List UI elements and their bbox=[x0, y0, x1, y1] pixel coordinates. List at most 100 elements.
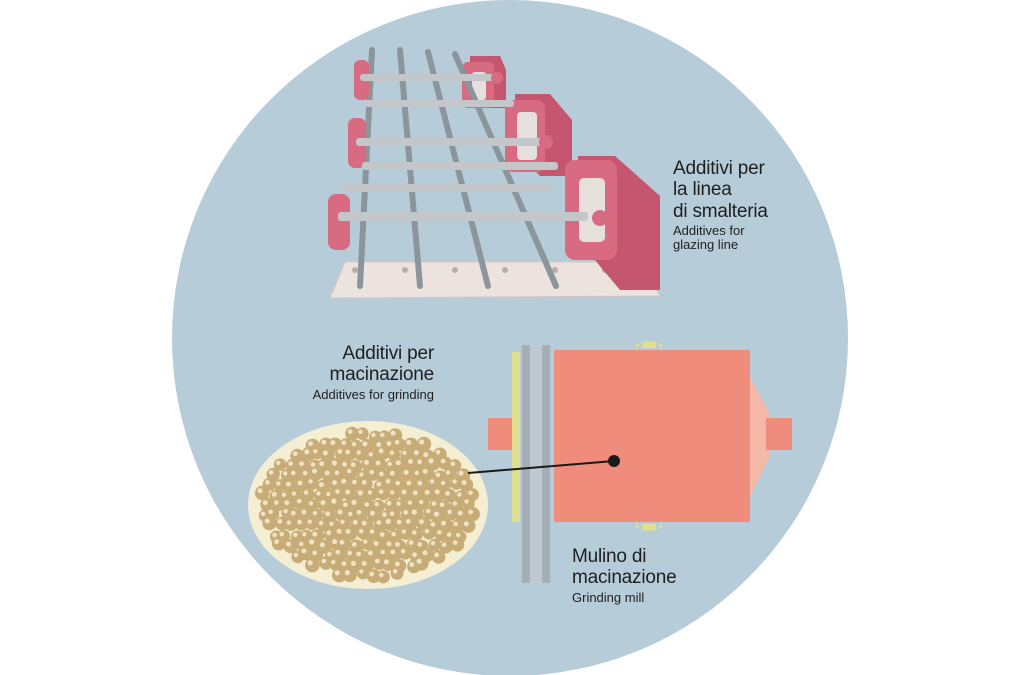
mill-cone bbox=[748, 374, 770, 500]
bead-highlight bbox=[426, 508, 431, 514]
bead-highlight bbox=[335, 549, 341, 555]
bead bbox=[305, 557, 320, 573]
bead-highlight bbox=[297, 480, 303, 486]
bead-highlight bbox=[419, 499, 424, 505]
bead-highlight bbox=[395, 480, 401, 486]
bead-highlight bbox=[352, 479, 357, 485]
bead-highlight bbox=[435, 449, 441, 455]
bead-highlight bbox=[307, 519, 312, 524]
bead-highlight bbox=[385, 518, 391, 525]
bead-highlight bbox=[342, 461, 347, 467]
bead-highlight bbox=[369, 510, 375, 516]
bead-highlight bbox=[318, 482, 324, 488]
bead-highlight bbox=[403, 469, 409, 475]
bead-highlight bbox=[383, 559, 389, 565]
bead-highlight bbox=[440, 480, 446, 486]
bead-highlight bbox=[341, 561, 347, 566]
grinding-mill-label: Mulino di macinazione Grinding mill bbox=[572, 546, 677, 605]
bead bbox=[376, 570, 390, 584]
bead-highlight bbox=[351, 499, 357, 505]
bead-highlight bbox=[326, 491, 331, 497]
mill-flange bbox=[512, 345, 550, 583]
roller-6 bbox=[342, 184, 552, 192]
bead-highlight bbox=[312, 468, 317, 474]
roller-frame-2 bbox=[505, 94, 572, 176]
bead-highlight bbox=[437, 530, 442, 535]
roller-5 bbox=[328, 194, 608, 250]
bead-highlight bbox=[281, 492, 287, 497]
mill-label-it-2: macinazione bbox=[572, 567, 677, 589]
bead-highlight bbox=[334, 470, 340, 476]
bead-highlight bbox=[304, 449, 310, 455]
bead-highlight bbox=[363, 539, 368, 544]
bead-highlight bbox=[375, 460, 381, 466]
bead-highlight bbox=[390, 430, 396, 436]
bead-highlight bbox=[411, 509, 417, 515]
bead-highlight bbox=[279, 531, 285, 537]
mill-label-it-1: Mulino di bbox=[572, 546, 647, 567]
bead-highlight bbox=[376, 481, 382, 487]
bead-highlight bbox=[302, 470, 308, 476]
bead-highlight bbox=[359, 569, 364, 574]
bead-highlight bbox=[319, 542, 325, 548]
bead-highlight bbox=[408, 459, 413, 464]
bead-highlight bbox=[307, 560, 313, 566]
bead-highlight bbox=[264, 518, 270, 524]
bead-highlight bbox=[457, 492, 462, 497]
bead-highlight bbox=[272, 532, 277, 538]
bead-highlight bbox=[396, 519, 402, 525]
connector-dot bbox=[608, 455, 620, 467]
bead-highlight bbox=[374, 502, 379, 507]
glazing-label-en-2: glazing line bbox=[673, 237, 739, 253]
bead-highlight bbox=[391, 531, 396, 537]
bead-highlight bbox=[301, 548, 307, 554]
mill-axle-right bbox=[766, 418, 792, 450]
bead-highlight bbox=[345, 449, 351, 455]
glazing-line-illustration bbox=[328, 47, 661, 299]
bead-highlight bbox=[337, 449, 343, 454]
bead bbox=[390, 566, 404, 580]
bead-highlight bbox=[302, 532, 307, 537]
bead bbox=[431, 550, 446, 564]
bead bbox=[414, 556, 429, 571]
bead-highlight bbox=[376, 442, 382, 447]
bead-highlight bbox=[325, 511, 331, 517]
bead-highlight bbox=[423, 452, 429, 458]
bead-highlight bbox=[429, 479, 435, 484]
bead-highlight bbox=[414, 470, 419, 475]
bead-highlight bbox=[400, 548, 406, 554]
bead-highlight bbox=[408, 540, 414, 545]
bead bbox=[271, 536, 286, 551]
bead-highlight bbox=[276, 460, 281, 465]
bead-highlight bbox=[369, 571, 375, 577]
bead-highlight bbox=[368, 452, 373, 457]
bead-highlight bbox=[369, 529, 375, 534]
mill-feet bbox=[636, 341, 662, 531]
bead-highlight bbox=[352, 519, 358, 525]
bead-highlight bbox=[319, 461, 325, 467]
bead-highlight bbox=[290, 470, 296, 476]
glazing-label-it-1: Additivi per bbox=[673, 158, 765, 179]
bead-highlight bbox=[337, 509, 343, 515]
glazing-label-en-1: Additives for bbox=[673, 222, 745, 238]
bead-highlight bbox=[452, 479, 457, 484]
bead-highlight bbox=[286, 541, 291, 547]
bead-highlight bbox=[260, 511, 266, 516]
bead-highlight bbox=[367, 550, 373, 556]
bead-highlight bbox=[405, 519, 411, 524]
bead-highlight bbox=[288, 461, 293, 466]
roller-4 bbox=[362, 162, 558, 170]
bead-highlight bbox=[339, 539, 345, 545]
bead-highlight bbox=[403, 510, 409, 515]
bead-highlight bbox=[313, 449, 318, 454]
bead-highlight bbox=[274, 539, 279, 545]
bead-highlight bbox=[297, 519, 302, 525]
bead-highlight bbox=[445, 470, 451, 475]
bead-highlight bbox=[321, 558, 327, 564]
bead-highlight bbox=[357, 490, 363, 496]
bead bbox=[450, 537, 465, 552]
bead-highlight bbox=[376, 520, 382, 525]
roller-1 bbox=[354, 60, 503, 100]
bead-highlight bbox=[456, 532, 461, 538]
bead-highlight bbox=[296, 498, 302, 504]
